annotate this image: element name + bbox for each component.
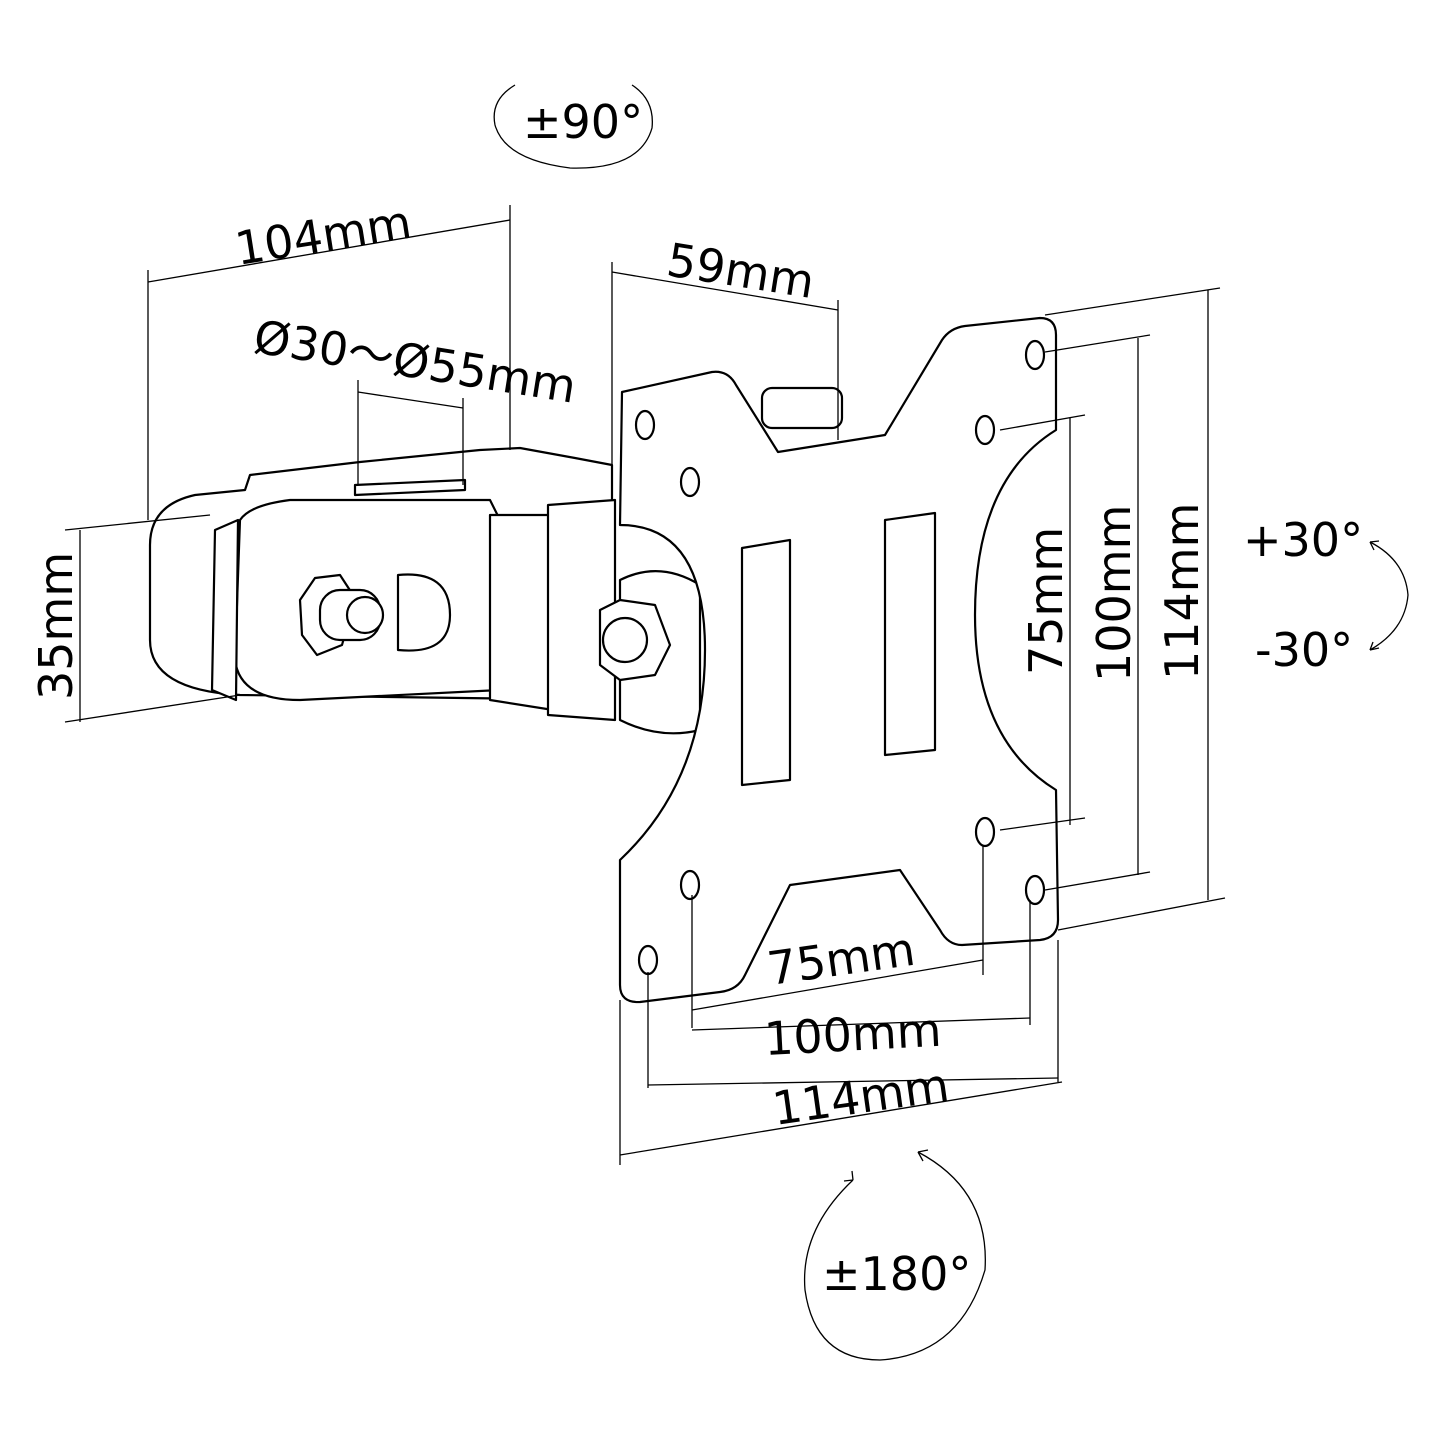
rotate-arrow-icon bbox=[803, 1151, 986, 1361]
label-vesa-horizontal-100: 100mm bbox=[763, 1003, 943, 1066]
rotation-arrows bbox=[493, 84, 1409, 1361]
label-tilt-up: +30° bbox=[1243, 513, 1363, 567]
tilt-arrow-icon bbox=[493, 84, 653, 169]
vesa-plate bbox=[618, 316, 1060, 1004]
label-vesa-horizontal-75: 75mm bbox=[764, 922, 918, 996]
label-tilt-down: -30° bbox=[1255, 623, 1353, 677]
label-rotation-180: ±180° bbox=[822, 1247, 971, 1301]
clamp-arm bbox=[148, 446, 702, 735]
label-vesa-vertical-75: 75mm bbox=[1019, 527, 1073, 675]
label-arm-length: 104mm bbox=[231, 195, 415, 276]
label-plate-width: 114mm bbox=[769, 1058, 952, 1136]
dimension-lines bbox=[64, 205, 1226, 1165]
label-arm-height: 35mm bbox=[29, 552, 83, 700]
label-vesa-vertical-100: 100mm bbox=[1087, 505, 1141, 682]
label-plate-offset: 59mm bbox=[663, 233, 818, 310]
label-pole-diameter: Ø30～Ø55mm bbox=[250, 310, 580, 414]
label-plate-height: 114mm bbox=[1155, 503, 1209, 680]
label-tilt-90: ±90° bbox=[523, 95, 643, 149]
